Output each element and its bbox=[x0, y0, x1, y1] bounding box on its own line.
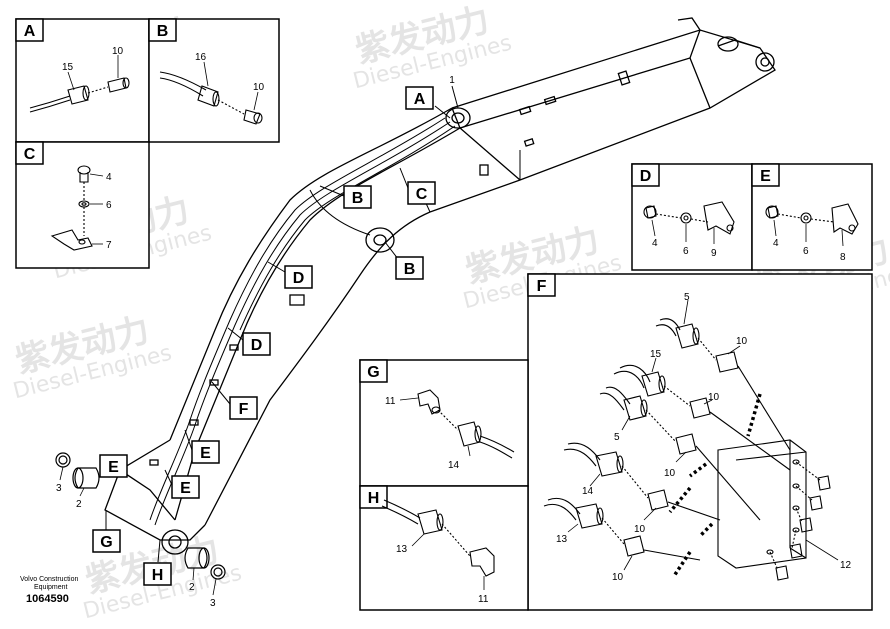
callout-letter: E bbox=[180, 480, 191, 497]
boom-callout-E: E bbox=[171, 475, 200, 499]
foot-pin-parts bbox=[55, 452, 226, 596]
part-ref-4: 4 bbox=[106, 172, 112, 183]
part-ref-15: 15 bbox=[62, 62, 74, 73]
panel-caption: C bbox=[24, 146, 36, 163]
boom-callout-B: B bbox=[343, 185, 372, 209]
boom-callout-C: C bbox=[407, 181, 436, 205]
boom-callout-A: A bbox=[405, 86, 434, 110]
panel-caption: A bbox=[24, 23, 36, 40]
part-ref-16: 16 bbox=[195, 52, 207, 63]
panel-caption: G bbox=[367, 364, 379, 381]
part-ref-14: 14 bbox=[448, 460, 460, 471]
part-ref-13: 13 bbox=[556, 534, 568, 545]
part-ref-3: 3 bbox=[56, 483, 62, 494]
maker-name: Volvo Construction bbox=[20, 576, 79, 583]
part-ref-11: 11 bbox=[385, 396, 396, 407]
part-ref-2: 2 bbox=[189, 582, 195, 593]
part-ref-15: 15 bbox=[650, 349, 662, 360]
boom bbox=[104, 17, 776, 555]
part-ref-9: 9 bbox=[711, 248, 717, 259]
boom-callout-D: D bbox=[284, 265, 313, 289]
detail-panel-G: G 11 14 bbox=[359, 359, 529, 487]
panel-caption: E bbox=[760, 168, 771, 185]
boom-callout-H: H bbox=[143, 562, 172, 586]
part-ref-6: 6 bbox=[803, 246, 809, 257]
boom-callout-G: G bbox=[92, 529, 121, 553]
detail-panel-C: C 4 6 7 bbox=[15, 141, 150, 269]
callout-letter: G bbox=[100, 534, 112, 551]
part-ref-7: 7 bbox=[106, 240, 112, 251]
document-number: 1064590 bbox=[26, 593, 69, 605]
boom-callout-F: F bbox=[229, 396, 258, 420]
part-ref-10: 10 bbox=[736, 336, 748, 347]
part-ref-12: 12 bbox=[840, 560, 852, 571]
callout-letter: F bbox=[239, 401, 249, 418]
callout-letter: B bbox=[404, 261, 416, 278]
callout-letter: E bbox=[200, 445, 211, 462]
panel-caption: F bbox=[537, 278, 547, 295]
part-ref-14: 14 bbox=[582, 486, 594, 497]
part-ref-11: 11 bbox=[478, 594, 489, 605]
part-ref-1: 1 bbox=[449, 75, 455, 86]
part-ref-6: 6 bbox=[683, 246, 689, 257]
part-ref-4: 4 bbox=[773, 238, 779, 249]
detail-panel-D: D 4 6 9 bbox=[631, 163, 753, 271]
boom-callout-B: B bbox=[395, 256, 424, 280]
callout-letter: C bbox=[416, 186, 428, 203]
part-ref-4: 4 bbox=[652, 238, 658, 249]
callout-letter: A bbox=[414, 91, 426, 108]
detail-panel-E: E 4 6 8 bbox=[751, 163, 873, 271]
boom-callout-E: E bbox=[99, 454, 128, 478]
detail-panel-F: F bbox=[527, 273, 873, 611]
panel-caption: D bbox=[640, 168, 652, 185]
callout-letter: E bbox=[108, 459, 119, 476]
detail-panel-H: H 13 11 bbox=[359, 485, 529, 611]
maker-sub: Equipment bbox=[34, 584, 68, 591]
callout-letter: D bbox=[251, 337, 263, 354]
part-ref-10: 10 bbox=[612, 572, 624, 583]
boom-callout-E: E bbox=[191, 440, 220, 464]
part-ref-2: 2 bbox=[76, 499, 82, 510]
panel-caption: H bbox=[368, 490, 380, 507]
boom-callout-D: D bbox=[242, 332, 271, 356]
panel-caption: B bbox=[157, 23, 169, 40]
callout-letter: D bbox=[293, 270, 305, 287]
part-ref-10: 10 bbox=[664, 468, 676, 479]
part-ref-10: 10 bbox=[634, 524, 646, 535]
callout-letter: H bbox=[152, 567, 164, 584]
detail-panel-A: A 15 10 bbox=[15, 18, 150, 143]
callout-letter: B bbox=[352, 190, 364, 207]
part-ref-10: 10 bbox=[253, 82, 265, 93]
part-ref-5: 5 bbox=[684, 292, 690, 303]
part-ref-10: 10 bbox=[112, 46, 124, 57]
part-ref-3: 3 bbox=[210, 598, 216, 609]
part-ref-5: 5 bbox=[614, 432, 620, 443]
part-ref-13: 13 bbox=[396, 544, 408, 555]
part-ref-10: 10 bbox=[708, 392, 720, 403]
part-ref-6: 6 bbox=[106, 200, 112, 211]
part-ref-8: 8 bbox=[840, 252, 846, 263]
detail-panel-B: B 16 10 bbox=[148, 18, 280, 143]
